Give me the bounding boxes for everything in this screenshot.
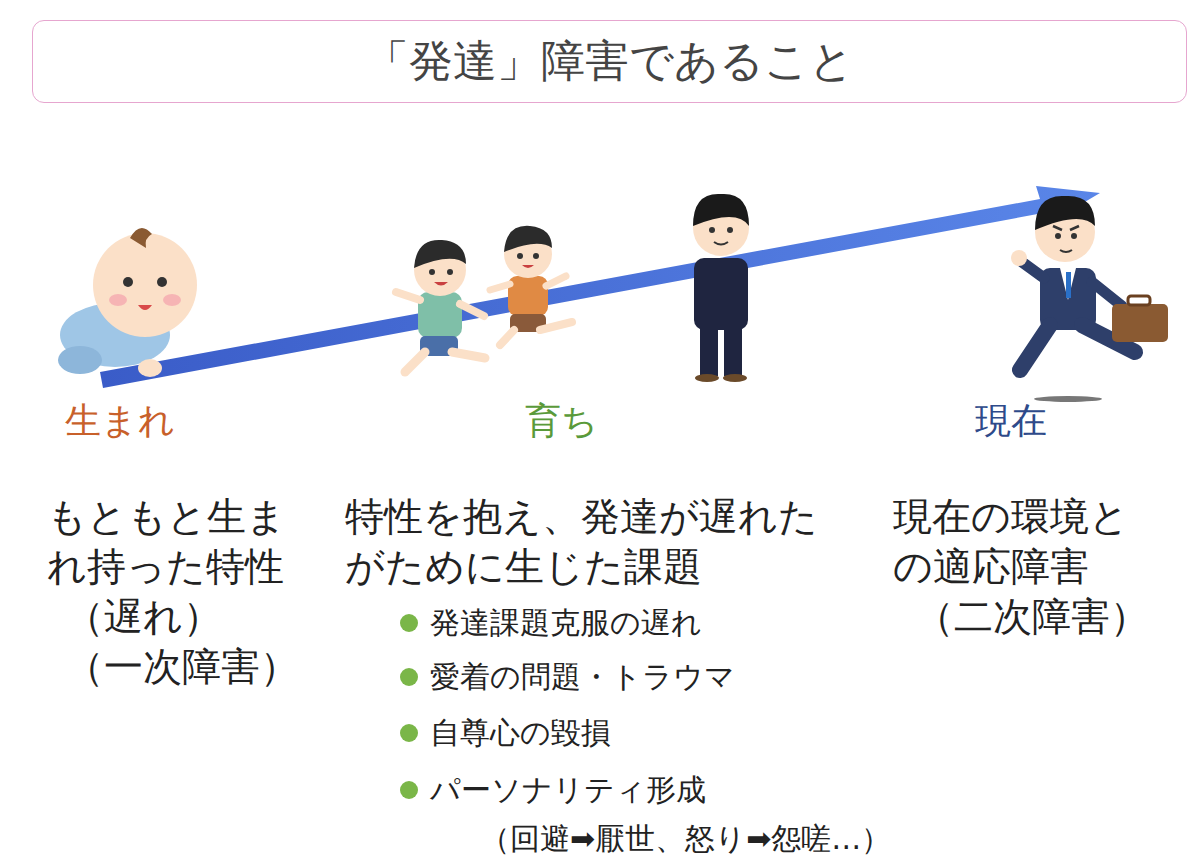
bullet-dot [400, 781, 418, 799]
description: 特性を抱え、発達が遅れたがために生じた課題 [345, 492, 855, 591]
bullet-item: 発達課題克服の遅れ [430, 604, 870, 642]
description: （一次障害） [65, 642, 325, 692]
description: もともと生まれ持った特性 [47, 492, 297, 591]
businessman-figure [1011, 196, 1168, 402]
stage-label: 現在 [975, 398, 1125, 444]
bullet-dot [400, 668, 418, 686]
bullet-dot [400, 724, 418, 742]
stage-label: 生まれ [65, 398, 265, 444]
baby-figure [58, 228, 197, 377]
child-figure [490, 226, 572, 345]
growth-arrow [100, 186, 1100, 388]
note: （回避➡厭世、怒り➡怨嗟…） [480, 820, 940, 858]
bullet-dot [400, 614, 418, 632]
student-figure [693, 194, 749, 382]
bullet-item: 愛着の問題・トラウマ [430, 658, 870, 696]
bullet-item: パーソナリティ形成 [430, 771, 870, 809]
child-figure [396, 240, 485, 372]
title: 「発達」障害であること [365, 32, 854, 91]
description: （遅れ） [65, 592, 295, 642]
stage-label: 育ち [525, 398, 675, 444]
description: （二次障害） [915, 592, 1175, 642]
description: 現在の環境との適応障害 [893, 492, 1151, 591]
bullet-item: 自尊心の毀損 [430, 714, 870, 752]
title-box: 「発達」障害であること [32, 20, 1187, 103]
